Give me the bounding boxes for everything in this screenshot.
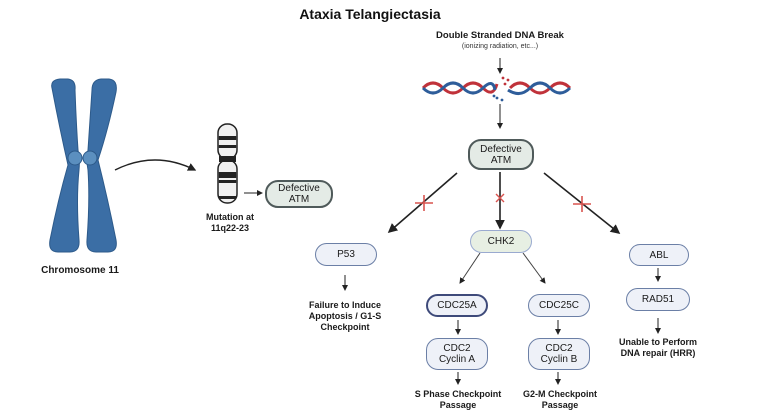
cdc25a-node: CDC25A <box>426 294 488 317</box>
outcome-line: Checkpoint <box>320 322 370 332</box>
title-text: Ataxia Telangiectasia <box>299 6 441 22</box>
chk2-to-cdc25c-arrow <box>522 252 546 284</box>
chromosome-label: Chromosome 11 <box>41 265 119 276</box>
node-line: Defective <box>480 143 522 155</box>
node-line: ATM <box>288 194 310 205</box>
dna-repair-outcome: Unable to Perform DNA repair (HRR) <box>603 337 713 359</box>
s-phase-outcome: S Phase Checkpoint Passage <box>403 389 513 411</box>
left-defective-atm-node: Defective ATM <box>265 180 333 208</box>
p53-outcome: Failure to Induce Apoptosis / G1-S Check… <box>290 300 400 333</box>
outcome-line: Apoptosis / G1-S <box>308 311 382 321</box>
chk2-to-cdc25a-arrow <box>459 252 481 284</box>
p53-node: P53 <box>315 243 377 266</box>
outcome-line: DNA repair (HRR) <box>620 348 696 358</box>
node-line: Defective <box>278 183 320 194</box>
cdc2-cyclin-a-node: CDC2 Cyclin A <box>426 338 488 370</box>
chromosome-to-mutation-arrow <box>114 159 197 171</box>
dna-helix-icon <box>421 76 572 102</box>
g2m-outcome: G2-M Checkpoint Passage <box>505 389 615 411</box>
outcome-line: Passage <box>439 400 477 410</box>
mutation-label-line2: 11q22-23 <box>210 223 250 233</box>
mutation-label: Mutation at 11q22-23 <box>195 212 265 234</box>
node-line: ATM <box>490 154 512 166</box>
inhibition-mark-p53 <box>415 195 433 211</box>
node-line: CDC2 <box>545 343 573 354</box>
abl-node: ABL <box>629 244 689 266</box>
chk2-node: CHK2 <box>470 230 532 253</box>
rad51-node: RAD51 <box>626 288 690 311</box>
outcome-line: Passage <box>541 400 579 410</box>
outcome-line: G2-M Checkpoint <box>522 389 597 399</box>
outcome-line: Failure to Induce <box>308 300 381 310</box>
diagram-title: Ataxia Telangiectasia <box>0 6 768 22</box>
node-line: CDC2 <box>443 343 471 354</box>
dna-break-subtitle: (ionizing radiation, etc...) <box>461 43 539 50</box>
cdc2-cyclin-b-node: CDC2 Cyclin B <box>528 338 590 370</box>
outcome-line: Unable to Perform <box>618 337 697 347</box>
chromosome-11-icon <box>49 78 117 253</box>
banded-chromosome-icon <box>217 123 238 204</box>
inhibition-mark-abl <box>573 196 591 212</box>
dna-break-title: Double Stranded DNA Break <box>436 30 564 41</box>
cdc25c-node: CDC25C <box>528 294 590 317</box>
mutation-label-line1: Mutation at <box>206 212 254 222</box>
inhibition-mark-chk2 <box>495 193 505 203</box>
node-line: Cyclin A <box>438 354 476 365</box>
node-line: Cyclin B <box>540 354 578 365</box>
outcome-line: S Phase Checkpoint <box>414 389 502 399</box>
defective-atm-node: Defective ATM <box>468 139 534 170</box>
